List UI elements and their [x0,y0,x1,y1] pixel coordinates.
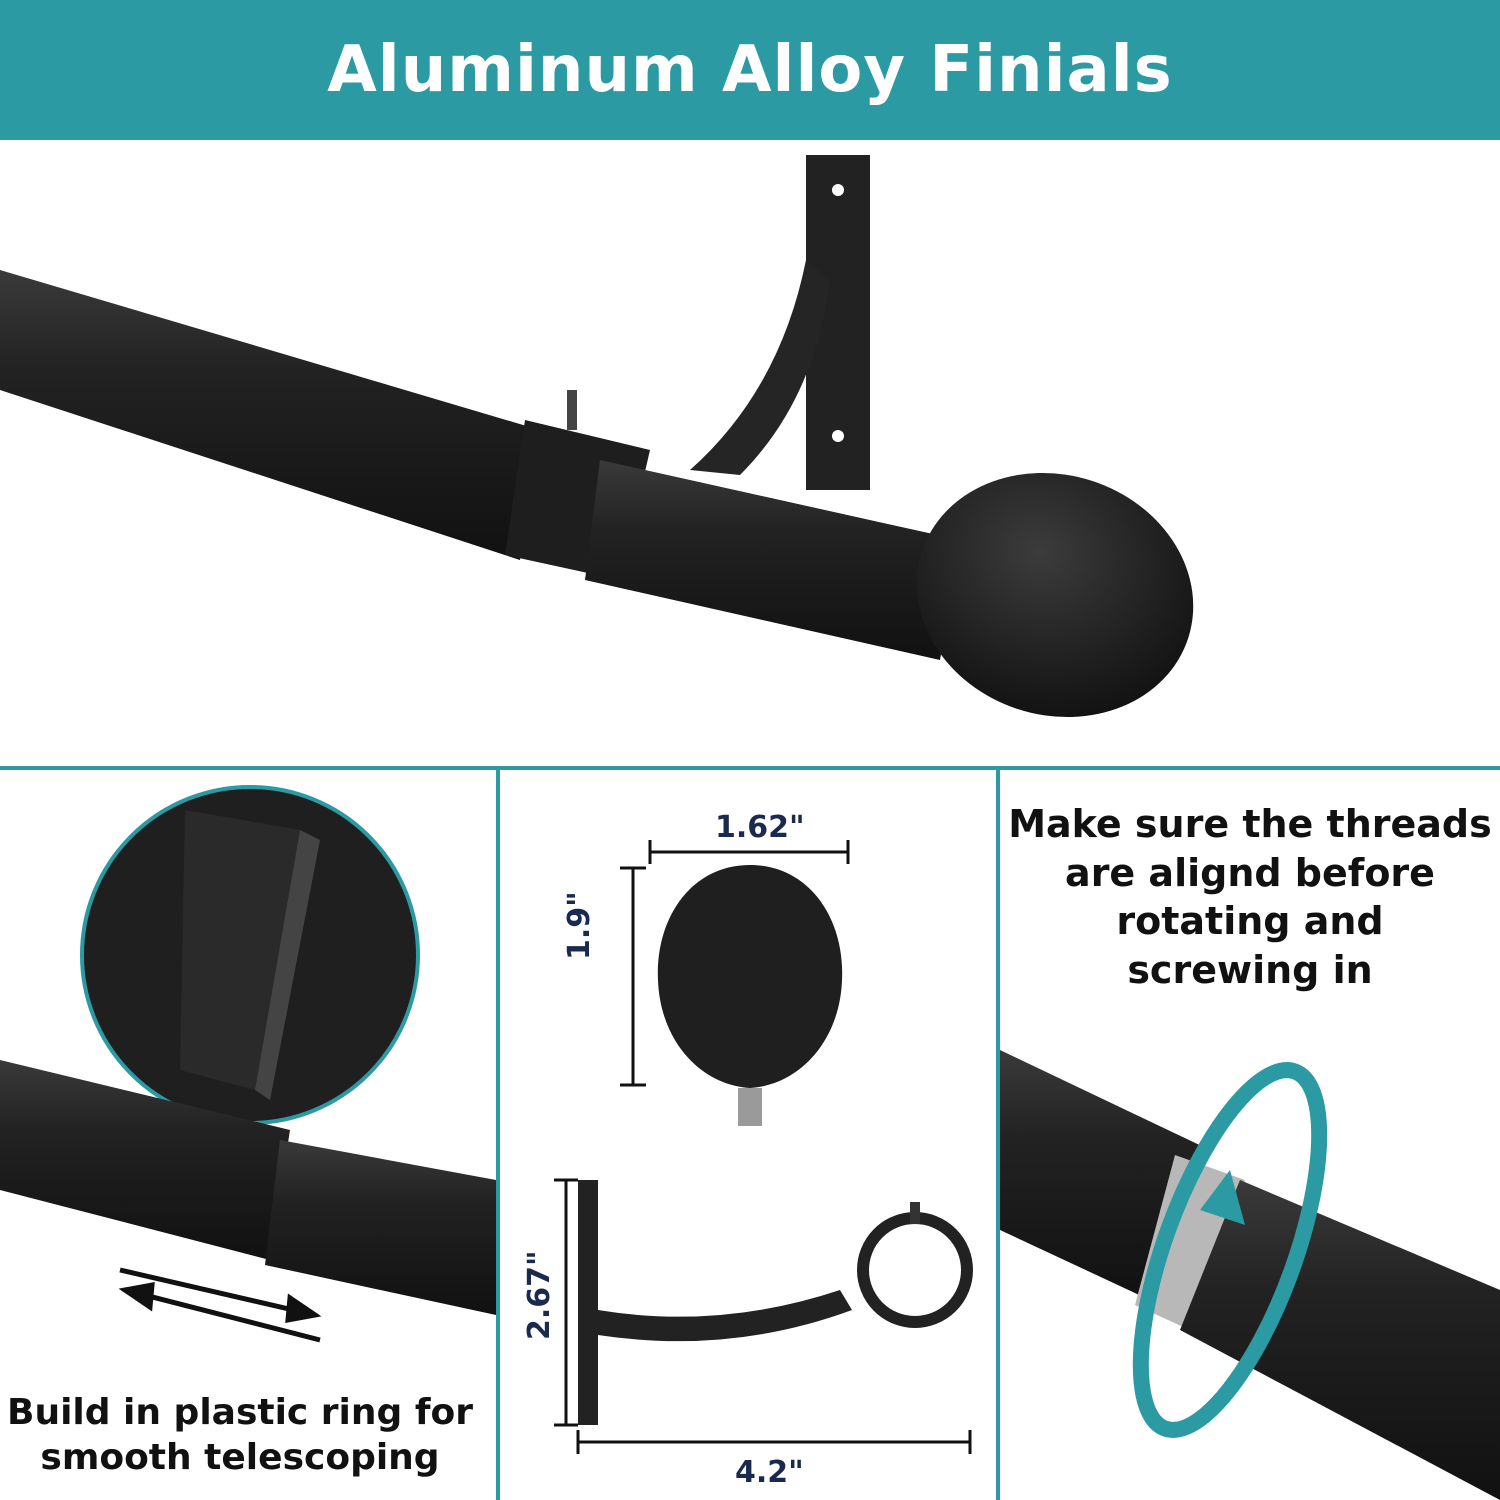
banner-title: Aluminum Alloy Finials [327,33,1173,107]
caption-line: Make sure the threads [1008,802,1492,846]
header-banner: Aluminum Alloy Finials [0,0,1500,140]
caption-line: are alignd before [1065,850,1435,895]
bracket-height-dimension-line [554,1178,578,1427]
rotation-arrow-icon [1132,1062,1328,1438]
caption-line: Build in plastic ring for [7,1392,473,1433]
wall-bracket [690,155,870,490]
finial-ball [916,472,1194,718]
threading-caption: Make sure the threads are alignd before … [1000,800,1500,995]
dimensions-panel: 1.62" 1.9" 2.67" 4.2" [500,766,996,1500]
finial-width-label: 1.62" [715,810,805,845]
inner-rod [265,1140,496,1315]
magnified-ring-view [80,785,420,1125]
finial-width-dimension-line [648,840,850,864]
dimensions-illustration [554,840,973,1454]
telescoping-arrows-icon [118,1267,322,1343]
finial-thread-icon [738,1088,762,1126]
threading-panel: Make sure the threads are alignd before … [1000,766,1500,1500]
bracket-height-label: 2.67" [522,1250,557,1340]
telescoping-illustration [0,785,496,1343]
panel-divider [996,766,1000,1500]
caption-line: smooth telescoping [40,1437,440,1478]
hero-product-image [0,140,1500,766]
finial-height-label: 1.9" [562,891,597,960]
panel-divider [496,766,500,1500]
bracket-width-dimension-line [576,1430,972,1454]
caption-line: screwing in [1127,947,1373,992]
set-screw-icon [567,390,577,430]
telescoping-panel: Build in plastic ring for smooth telesco… [0,766,496,1500]
threading-illustration [1000,1050,1500,1500]
right-rod [1180,1180,1500,1500]
finial-height-dimension-line [620,866,646,1087]
rotation-arrowhead-icon [1200,1170,1245,1225]
bracket-icon [578,1180,973,1425]
caption-line: rotating and [1116,899,1384,944]
finial-icon [657,865,843,1088]
bracket-width-label: 4.2" [735,1455,804,1490]
inner-rod [585,460,960,660]
curtain-rod-illustration [0,155,1194,718]
telescoping-caption: Build in plastic ring for smooth telesco… [0,1390,480,1480]
outer-rod [0,1060,290,1260]
outer-rod [0,270,540,560]
